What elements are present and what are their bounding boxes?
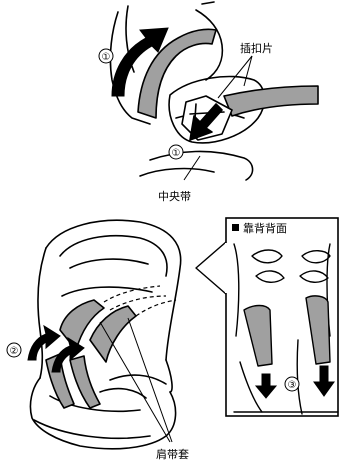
shoulder-pad-left (59, 299, 105, 351)
step2-arrows (27, 324, 85, 373)
top-leader-lines (183, 55, 253, 181)
step2-marker: ② (6, 342, 22, 358)
dashed-strap-lines (103, 285, 177, 317)
shoulder-pads (45, 299, 137, 409)
top-scene (109, 1, 266, 181)
callout-pointer (195, 241, 227, 295)
child-seat (29, 219, 182, 450)
svg-text:②: ② (10, 346, 19, 357)
rear-strap-right (305, 295, 331, 365)
svg-text:①: ① (172, 148, 181, 159)
strap-right-lower (69, 355, 101, 409)
step1-marker-top: ① (98, 48, 114, 64)
down-arrow-top (189, 103, 223, 141)
buckle-housing (168, 75, 266, 144)
label-buckle-tongue: 插扣片 (240, 41, 273, 55)
label-shoulder-pad: 肩带套 (156, 447, 189, 461)
bottom-leader-lines (99, 317, 173, 443)
label-center-strap: 中央带 (158, 190, 191, 203)
right-strap-top (223, 85, 319, 117)
step1-marker-bottom: ① (168, 144, 184, 160)
rear-strap-left (243, 304, 273, 367)
buckle-tongue-detail (181, 95, 233, 141)
rear-straps (243, 295, 331, 367)
header-square (232, 224, 239, 231)
top-straps (137, 28, 319, 119)
step3-marker: ③ (284, 376, 300, 392)
step3-arrows (254, 365, 335, 399)
right-hand (195, 9, 224, 81)
svg-text:①: ① (102, 52, 111, 63)
curved-arrow-step1 (111, 27, 169, 97)
label-seatback-rear: 靠背背面 (243, 221, 287, 235)
shoulder-strap-top (137, 28, 217, 119)
svg-text:③: ③ (288, 380, 297, 391)
seat-headrest (45, 219, 182, 361)
left-hand (109, 11, 151, 125)
